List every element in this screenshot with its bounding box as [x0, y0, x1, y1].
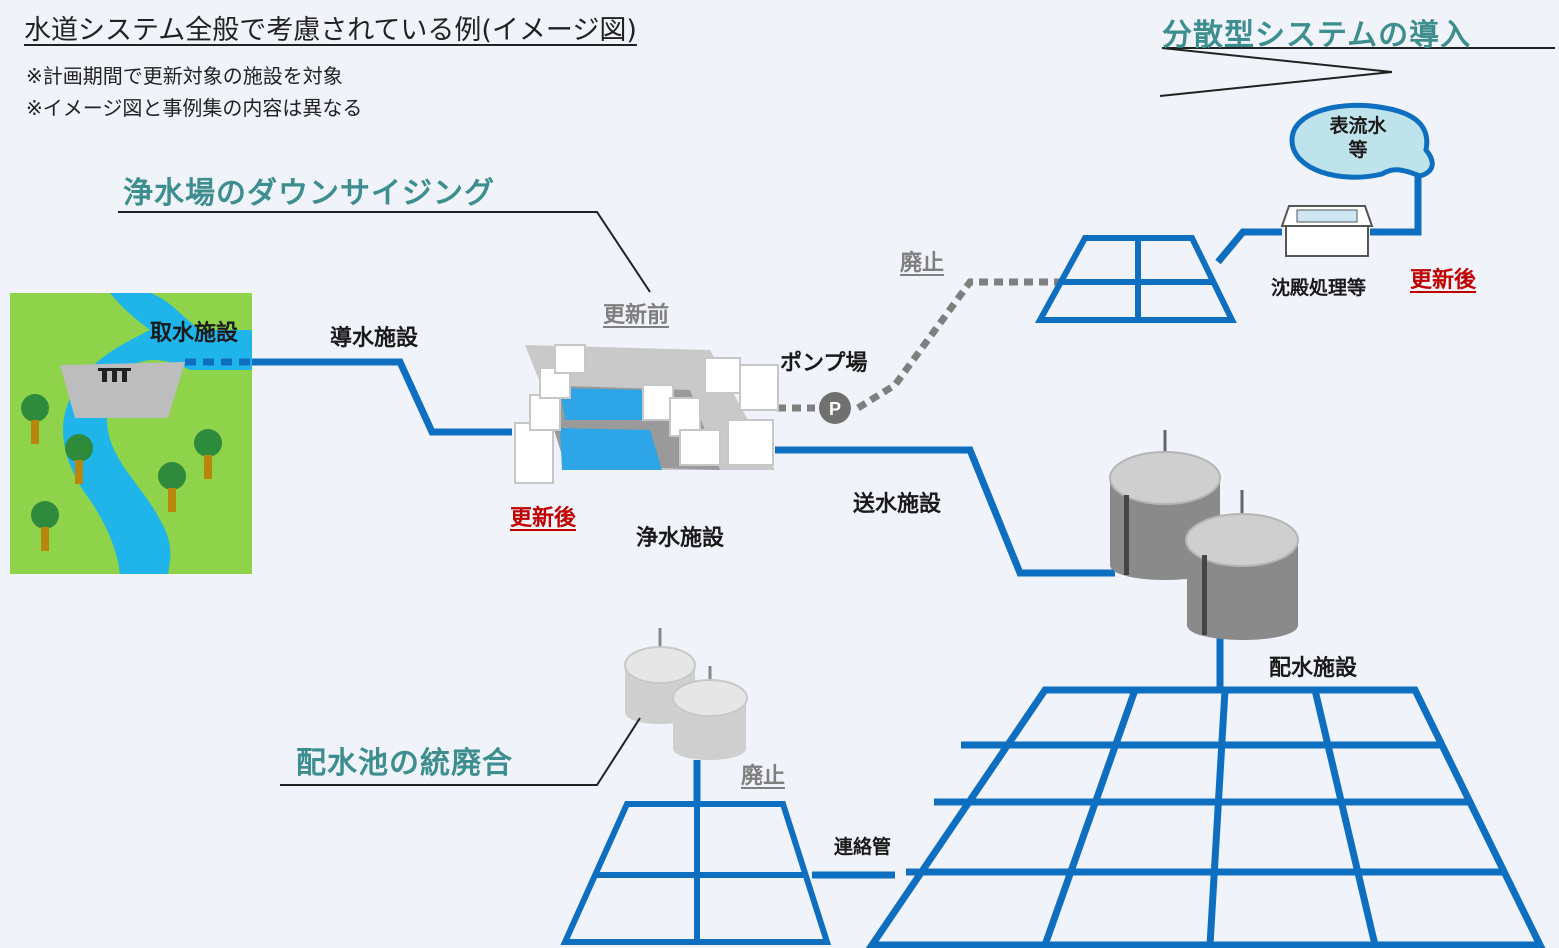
- consolidated-reservoir-tanks: [624, 628, 748, 760]
- conveyance-pipe: [252, 358, 512, 436]
- sedimentation-box: [1280, 205, 1374, 257]
- page-title: 水道システム全般で考慮されている例(イメージ図): [24, 15, 637, 46]
- note-2: ※イメージ図と事例集の内容は異なる: [26, 96, 363, 120]
- surface-water-pipe: [1370, 175, 1422, 236]
- surface-water-line2: 等: [1348, 139, 1368, 161]
- purification-label: 浄水施設: [636, 526, 725, 551]
- conveyance-label: 導水施設: [330, 326, 419, 351]
- distributed-leader: [1159, 47, 1555, 97]
- surface-water-line1: 表流水: [1329, 115, 1387, 137]
- distributed-service-area-grid: [1034, 235, 1237, 323]
- tree-icon: [21, 394, 222, 551]
- pump-station: P: [819, 392, 851, 424]
- transmission-label: 送水施設: [853, 492, 942, 517]
- distributed-callout: 分散型システムの導入: [1162, 18, 1472, 53]
- after-update-plant-label: 更新後: [510, 506, 577, 531]
- consolidated-service-area-grid: [560, 801, 832, 945]
- callout-leader-lines: [118, 47, 1555, 786]
- consolidation-leader: [280, 717, 641, 786]
- transmission-pipe: [775, 446, 1115, 577]
- consolidation-callout: 配水池の統廃合: [296, 746, 513, 781]
- intake-landscape: [10, 293, 252, 574]
- intake-label: 取水施設: [150, 321, 239, 346]
- surface-water-label: 表流水 等: [1318, 114, 1398, 162]
- pump-label: ポンプ場: [780, 351, 868, 376]
- sedimentation-label: 沈殿処理等: [1271, 277, 1367, 299]
- before-update-label: 更新前: [603, 303, 670, 328]
- abolished-pump-label: 廃止: [900, 251, 945, 276]
- sedimentation-pipe: [1215, 228, 1282, 265]
- after-update-distributed-label: 更新後: [1410, 268, 1477, 293]
- abolished-pump-line: [777, 278, 1060, 412]
- pipes: [185, 175, 1422, 879]
- abolished-reservoir-label: 廃止: [741, 764, 786, 789]
- connection-pipe-label: 連絡管: [834, 836, 892, 858]
- note-1: ※計画期間で更新対象の施設を対象: [26, 64, 343, 88]
- distribution-service-area-grid: [865, 686, 1546, 948]
- pump-symbol: P: [829, 399, 841, 419]
- distribution-label: 配水施設: [1269, 656, 1358, 681]
- surface-water-cloud: [1289, 102, 1435, 180]
- purification-plant-illustration: [514, 344, 779, 484]
- distribution-reservoir-tanks: [1109, 430, 1299, 640]
- downsizing-leader: [118, 211, 651, 293]
- downsizing-callout: 浄水場のダウンサイジング: [123, 176, 495, 211]
